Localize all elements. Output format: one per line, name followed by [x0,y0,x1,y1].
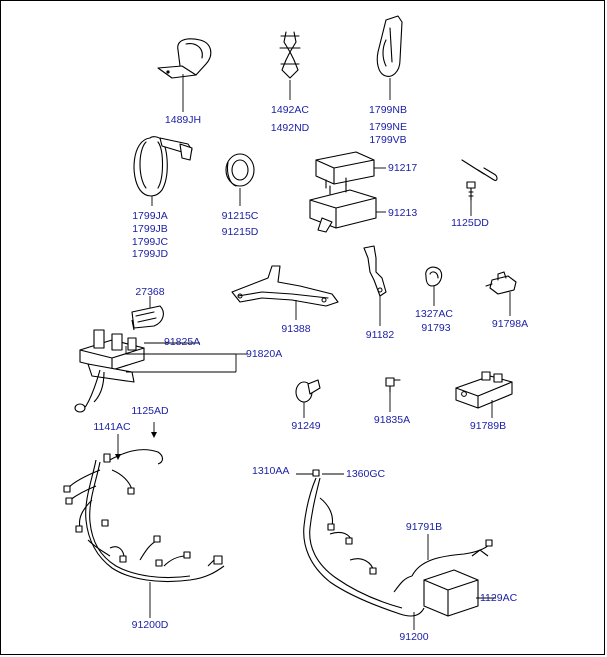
part-label-27368[interactable]: 27368 [135,286,165,298]
part-label-91791b[interactable]: 91791B [405,521,443,533]
part-label-91820a[interactable]: 91820A [246,348,283,360]
part-label-91789b[interactable]: 91789B [469,420,507,432]
bolt-1125dd-icon [461,159,498,201]
connector-91798a-icon [485,271,517,295]
clip-91835a-icon [385,377,401,393]
arrow-1125ad-icon [151,432,157,438]
part-label-91200[interactable]: 91200 [399,631,429,643]
clamp-1489jh-icon [157,38,212,79]
bracket-91182-icon [363,245,387,297]
part-label-91249[interactable]: 91249 [291,420,321,432]
part-label-1799jd[interactable]: 1799JD [131,248,169,260]
part-label-1799jb[interactable]: 1799JB [132,223,168,235]
part-label-1492nd[interactable]: 1492ND [270,122,310,134]
relay-block-91820a-icon [74,319,145,413]
part-label-91798a[interactable]: 91798A [491,318,529,330]
grommet-91215c-icon [225,153,255,187]
grommet-1327ac-icon [425,266,443,287]
connector-91789b-icon [455,371,513,409]
leader-91820a-bracket [125,346,237,373]
part-label-1360gc[interactable]: 1360GC [346,468,386,480]
part-label-1799jc[interactable]: 1799JC [131,236,169,248]
part-label-1799nb[interactable]: 1799NB [369,104,407,116]
box-91217-icon [315,151,375,189]
part-label-91217[interactable]: 91217 [388,162,418,174]
strap-1799ja-icon [133,136,193,197]
box-91213-icon [309,183,377,233]
part-label-1799vb[interactable]: 1799VB [369,134,407,146]
part-label-91825a[interactable]: 91825A [164,336,201,348]
part-label-1492ac[interactable]: 1492AC [271,104,309,116]
clip-1492ac-icon [279,31,301,79]
part-label-1799ja[interactable]: 1799JA [132,210,168,222]
part-label-91835a[interactable]: 91835A [373,414,411,426]
harness-91200d-icon [63,449,225,582]
part-label-91200d[interactable]: 91200D [131,619,169,631]
part-label-91793[interactable]: 91793 [421,322,451,334]
part-label-91215c[interactable]: 91215C [221,210,259,222]
part-label-1327ac[interactable]: 1327AC [415,308,453,320]
bracket-91388-icon [231,265,339,307]
part-label-91213[interactable]: 91213 [388,207,418,219]
part-label-1489jh[interactable]: 1489JH [164,114,202,126]
part-label-1129ac[interactable]: 1129AC [480,592,518,604]
knob-91249-icon [295,379,321,403]
boot-27368-icon [131,305,164,329]
part-label-91388[interactable]: 91388 [281,323,311,335]
part-label-1141ac[interactable]: 1141AC [93,421,131,433]
part-label-91215d[interactable]: 91215D [221,226,259,238]
part-label-1310aa[interactable]: 1310AA [252,465,290,477]
part-label-1799ne[interactable]: 1799NE [369,121,407,133]
part-label-1125dd[interactable]: 1125DD [451,217,489,229]
part-label-1125ad[interactable]: 1125AD [131,405,169,417]
part-label-91182[interactable]: 91182 [365,329,395,341]
harness-91200-icon [303,469,493,617]
tie-1799nb-icon [376,15,403,77]
